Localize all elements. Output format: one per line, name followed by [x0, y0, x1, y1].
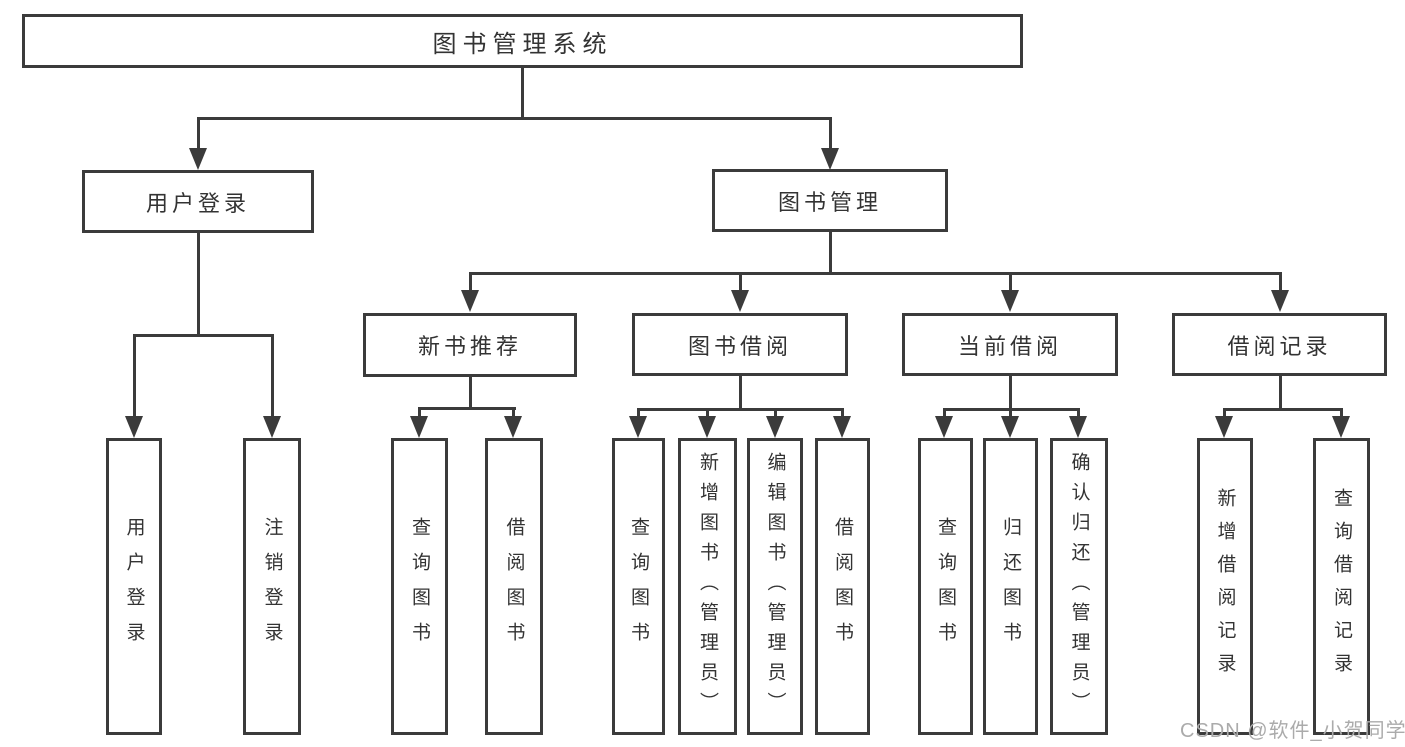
connector-arrowhead — [833, 416, 851, 438]
connector-drop-leaf — [271, 334, 274, 418]
leaf-borrow-books-recommend: 借阅图书 — [485, 438, 543, 735]
leaf-label: 新增借阅记录 — [1214, 487, 1236, 686]
connector-arrowhead — [629, 416, 647, 438]
connector-root-bar — [197, 117, 832, 120]
connector-drop-leaf — [418, 407, 421, 418]
leaf-label: 新增图书（管理员） — [697, 451, 718, 722]
connector-user-login-bar — [133, 334, 274, 337]
leaf-return-books: 归还图书 — [983, 438, 1038, 735]
connector-drop-leaf — [1077, 408, 1080, 418]
leaf-query-borrow-record: 查询借阅记录 — [1313, 438, 1370, 735]
connector-book-management-stub — [829, 232, 832, 274]
connector-drop-module — [739, 272, 742, 292]
connector-arrowhead — [410, 416, 428, 438]
leaf-label: 注销登录 — [261, 516, 283, 657]
connector-arrowhead — [263, 416, 281, 438]
connector-arrowhead — [1215, 416, 1233, 438]
connector-borrow-record-stub — [1279, 376, 1282, 410]
node-book-management: 图书管理 — [712, 169, 948, 232]
connector-arrowhead — [461, 290, 479, 312]
connector-user-login-stub — [197, 233, 200, 337]
connector-book-management-bar — [469, 272, 1282, 275]
connector-arrowhead — [1001, 416, 1019, 438]
connector-new-book-bar — [418, 407, 516, 410]
leaf-label: 借阅图书 — [832, 516, 853, 657]
connector-arrowhead — [731, 290, 749, 312]
connector-arrowhead — [1271, 290, 1289, 312]
connector-drop-leaf — [1009, 408, 1012, 418]
leaf-logout: 注销登录 — [243, 438, 301, 735]
leaf-label: 查询图书 — [628, 516, 649, 657]
leaf-borrow-books: 借阅图书 — [815, 438, 870, 735]
node-root-system: 图书管理系统 — [22, 14, 1023, 68]
connector-drop-leaf — [1340, 408, 1343, 418]
connector-arrowhead — [698, 416, 716, 438]
leaf-label: 查询图书 — [409, 516, 430, 657]
node-label: 新书推荐 — [417, 334, 522, 359]
connector-drop-user-login — [197, 117, 200, 150]
leaf-query-books-borrow: 查询图书 — [612, 438, 665, 735]
node-user-login: 用户登录 — [82, 170, 314, 233]
leaf-label: 借阅图书 — [503, 516, 525, 657]
node-label: 当前借阅 — [957, 333, 1062, 359]
leaf-confirm-return-admin: 确认归还（管理员） — [1050, 438, 1108, 735]
leaf-label: 归还图书 — [1000, 516, 1021, 657]
connector-arrowhead — [125, 416, 143, 438]
connector-arrowhead — [766, 416, 784, 438]
leaf-add-books-admin: 新增图书（管理员） — [678, 438, 737, 735]
connector-arrowhead — [1069, 416, 1087, 438]
leaf-query-books-current: 查询图书 — [918, 438, 973, 735]
connector-drop-leaf — [512, 407, 515, 418]
node-label: 借阅记录 — [1227, 333, 1332, 359]
connector-arrowhead — [821, 148, 839, 170]
connector-drop-book-management — [829, 117, 832, 150]
leaf-label: 查询图书 — [935, 516, 956, 657]
connector-arrowhead — [935, 416, 953, 438]
connector-arrowhead — [189, 148, 207, 170]
connector-drop-leaf — [943, 408, 946, 418]
leaf-label: 用户登录 — [123, 516, 145, 657]
connector-drop-leaf — [1223, 408, 1226, 418]
node-label: 用户登录 — [145, 190, 250, 216]
connector-drop-leaf — [841, 408, 844, 418]
leaf-label: 确认归还（管理员） — [1068, 451, 1090, 722]
connector-drop-module — [469, 272, 472, 292]
leaf-label: 编辑图书（管理员） — [764, 451, 786, 722]
connector-arrowhead — [504, 416, 522, 438]
watermark: CSDN @软件_小贺同学 — [1180, 720, 1405, 742]
connector-new-book-stub — [469, 377, 472, 409]
leaf-add-borrow-record: 新增借阅记录 — [1197, 438, 1253, 735]
connector-drop-leaf — [706, 408, 709, 418]
leaf-label: 查询借阅记录 — [1331, 487, 1352, 686]
connector-book-borrow-bar — [637, 408, 844, 411]
connector-drop-module — [1009, 272, 1012, 292]
connector-book-borrow-stub — [739, 376, 742, 410]
connector-arrowhead — [1001, 290, 1019, 312]
connector-drop-leaf — [774, 408, 777, 418]
connector-drop-leaf — [133, 334, 136, 418]
node-label: 图书借阅 — [687, 333, 792, 359]
leaf-user-login: 用户登录 — [106, 438, 162, 735]
node-current-borrow: 当前借阅 — [902, 313, 1118, 376]
leaf-query-books-recommend: 查询图书 — [391, 438, 448, 735]
node-new-book-recommend: 新书推荐 — [363, 313, 577, 377]
connector-current-borrow-stub — [1009, 376, 1012, 410]
connector-arrowhead — [1332, 416, 1350, 438]
node-book-borrow: 图书借阅 — [632, 313, 848, 376]
leaf-edit-books-admin: 编辑图书（管理员） — [747, 438, 803, 735]
connector-root-stub — [521, 68, 524, 118]
connector-drop-leaf — [637, 408, 640, 418]
connector-borrow-record-bar — [1223, 408, 1343, 411]
node-borrow-record: 借阅记录 — [1172, 313, 1387, 376]
node-root-label: 图书管理系统 — [432, 30, 613, 58]
connector-drop-module — [1279, 272, 1282, 292]
node-label: 图书管理 — [777, 189, 882, 215]
